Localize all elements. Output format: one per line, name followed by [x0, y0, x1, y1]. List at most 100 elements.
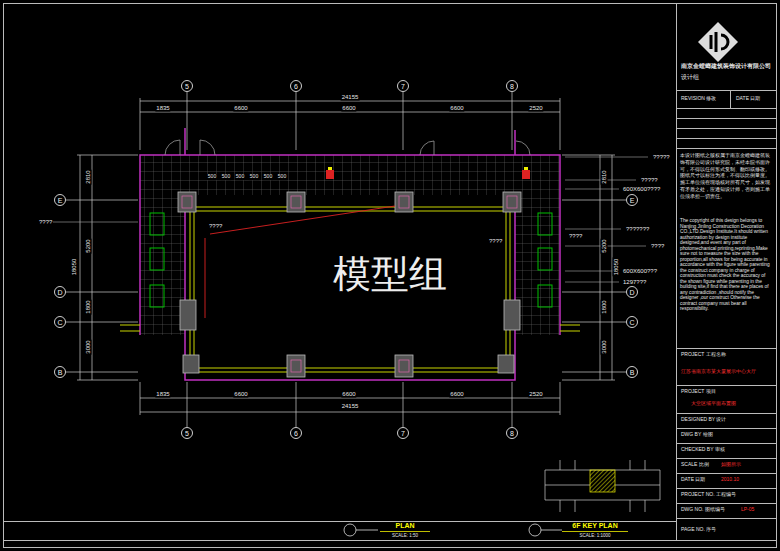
- company-logo: [698, 22, 738, 62]
- grid-label: B: [630, 369, 635, 376]
- dimension-text: 5200: [85, 238, 92, 253]
- column-core: [291, 196, 301, 208]
- grid-label: 6: [294, 430, 298, 437]
- column-core: [182, 196, 517, 372]
- dimension-line: [66, 200, 77, 372]
- drawing-frame: [4, 4, 777, 541]
- title-symbol: [380, 531, 628, 532]
- grid-label: C: [57, 319, 62, 326]
- key-plan: [590, 470, 615, 492]
- grid-label: 7: [401, 430, 405, 437]
- grid-bubble: C: [54, 316, 66, 328]
- grid-bubble: C: [626, 316, 638, 328]
- grid-label: 8: [510, 430, 514, 437]
- dimension-text: 3000: [85, 339, 92, 354]
- title-block-note: REVISION 修改: [680, 96, 717, 102]
- callout-text: 600X600???: [622, 268, 658, 275]
- column: [180, 300, 196, 330]
- grid-label: 8: [510, 83, 514, 90]
- extinguisher-symbol: [326, 170, 334, 179]
- grid-bubble: 8: [506, 80, 518, 92]
- tile-dimension: 500: [263, 174, 273, 180]
- callout-text: ????: [488, 238, 503, 245]
- drawing-frame: [677, 91, 777, 519]
- callout-text: ????: [568, 233, 583, 240]
- dimension-text: 24155: [341, 403, 360, 410]
- grid-label: B: [58, 369, 63, 376]
- grid-bubble: B: [54, 366, 66, 378]
- dimension-text: 1800: [85, 299, 92, 314]
- callout-text: ???????: [625, 226, 650, 233]
- grid-bubble: D: [54, 286, 66, 298]
- watermark: 模型组: [332, 253, 448, 297]
- column-core: [182, 196, 192, 208]
- column: [503, 192, 521, 212]
- grid-bubble: 5: [181, 80, 193, 92]
- title-block-cell: PROJECT NO. 工程编号: [680, 492, 737, 498]
- glass-line: [120, 207, 580, 372]
- dimension-text: 3000: [601, 339, 608, 354]
- floor-tiles: [140, 155, 560, 195]
- tile-dimension: 500: [235, 174, 245, 180]
- title-block-cell: DESIGNED BY 设计: [680, 417, 727, 423]
- grid-label: 6: [294, 83, 298, 90]
- title-block-cell: LP-05: [740, 507, 755, 513]
- tile-dimension: 500: [249, 174, 259, 180]
- column-core: [399, 360, 409, 372]
- drawing-frame: [4, 4, 777, 548]
- grid-label: 5: [185, 83, 189, 90]
- dimension-text: 24155: [341, 94, 360, 101]
- title-symbol: [356, 530, 562, 531]
- dimension-text: 2520: [528, 105, 543, 112]
- floor-tiles: [140, 195, 185, 335]
- tile-dimension: 500: [207, 174, 217, 180]
- grid-bubble: 8: [506, 427, 518, 439]
- column: [178, 192, 196, 212]
- column: [504, 300, 520, 330]
- dimension-line: [77, 155, 138, 380]
- column: [178, 192, 521, 377]
- floor-tiles: [515, 195, 560, 335]
- title-block-note: DATE 日期: [735, 96, 761, 102]
- tile-dimension: 500: [221, 174, 231, 180]
- dimension-text: 1800: [601, 299, 608, 314]
- grid-bubble: 6: [290, 80, 302, 92]
- grid-label: E: [58, 197, 63, 204]
- column: [287, 355, 305, 377]
- grid-bubble: E: [54, 194, 66, 206]
- dimension-text: 5200: [601, 238, 608, 253]
- column: [287, 192, 305, 212]
- dimension-text: 6600: [341, 105, 356, 112]
- callout-text: ????: [208, 223, 223, 230]
- door-swing: [165, 140, 530, 155]
- dimension-text: 6600: [233, 391, 248, 398]
- title-block-cell: DATE 日期: [680, 477, 706, 483]
- glass-line: [190, 207, 510, 372]
- callout-text: 600X600????: [622, 186, 661, 193]
- tile-dimension: 500: [277, 174, 287, 180]
- dimension-text: 1835: [155, 105, 170, 112]
- company-logo: [698, 22, 738, 62]
- extinguisher-symbol: [522, 170, 530, 179]
- grid-bubble: B: [626, 366, 638, 378]
- title-block-cell: 如图所示: [720, 462, 742, 468]
- floor-tiles: [140, 155, 560, 335]
- grid-bubble: E: [626, 194, 638, 206]
- callout-text: ????: [650, 243, 665, 250]
- drawing-title: 6F KEY PLAN: [571, 522, 618, 530]
- grid-label: C: [629, 319, 634, 326]
- title-block-note: 本设计图纸之版权属于南京金螳螂建筑装饰有限公司设计研究院，未经本院书面许可，不得…: [680, 152, 773, 199]
- door-swing: [165, 140, 180, 155]
- grid-bubble: 7: [397, 80, 409, 92]
- display-cabinet: [150, 285, 164, 307]
- dimension-line: [140, 98, 560, 150]
- door-swing: [200, 140, 215, 155]
- grid-label: 5: [185, 430, 189, 437]
- grid-label: D: [57, 289, 62, 296]
- dimension-line: [140, 382, 560, 415]
- grid-label: D: [629, 289, 634, 296]
- dimension-text: 18050: [71, 258, 78, 277]
- title-block-cell: SCALE 比例: [680, 462, 710, 468]
- key-plan: [545, 460, 660, 512]
